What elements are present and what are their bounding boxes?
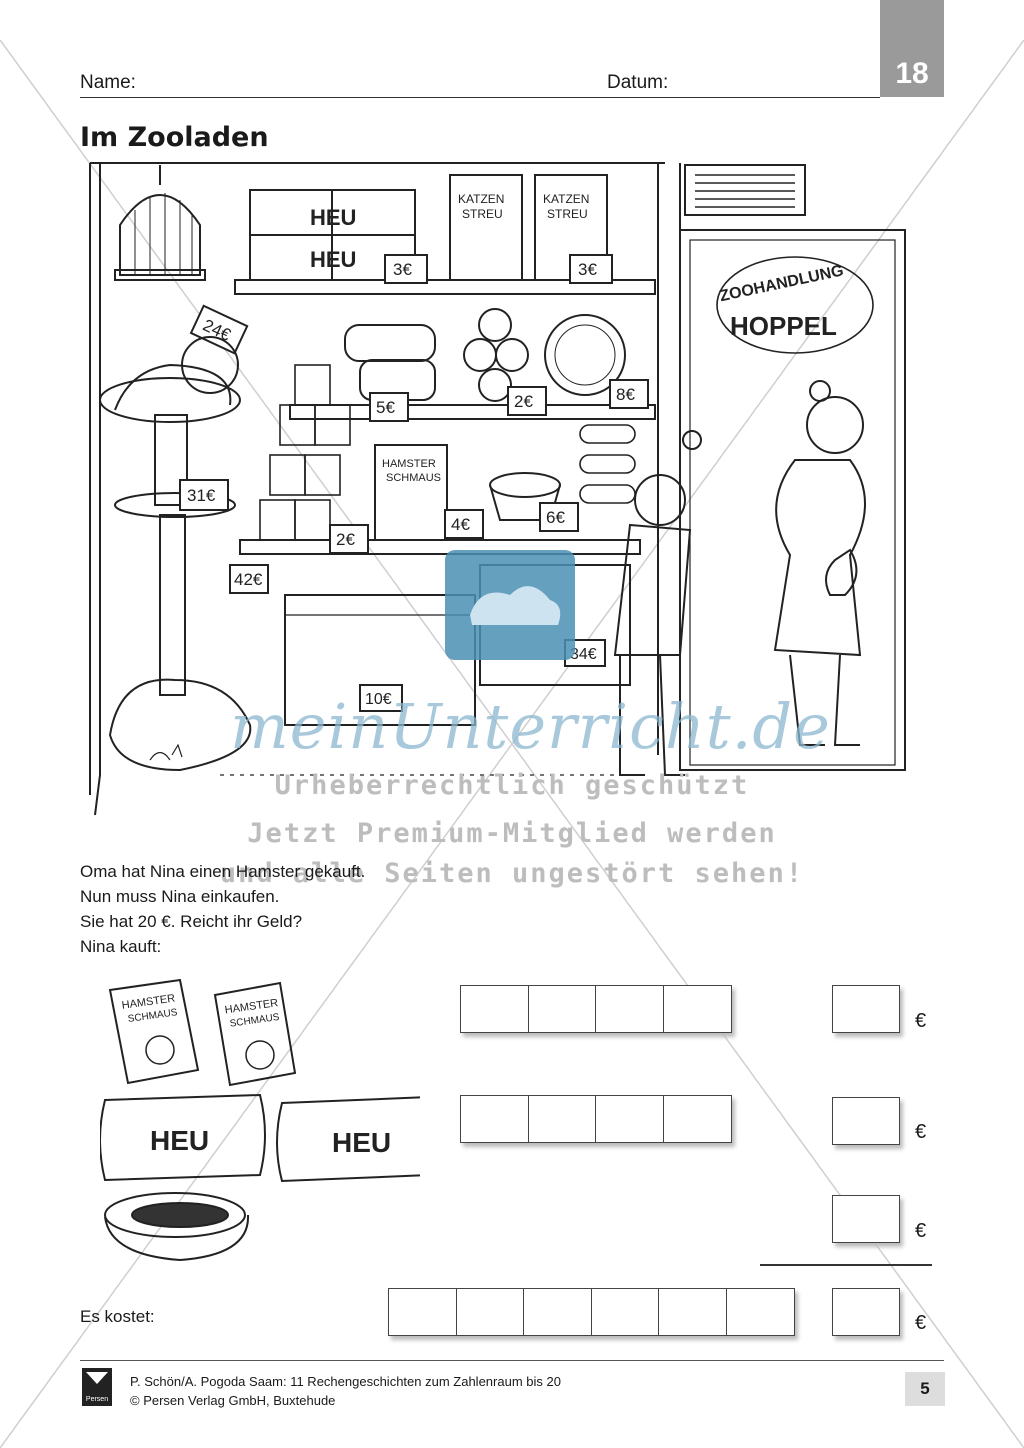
answer-cell[interactable] (662, 985, 732, 1033)
date-label: Datum: (607, 72, 669, 93)
hamster-food-pack-2: HAMSTER SCHMAUS (213, 981, 297, 1087)
litter-label-2a: KATZEN (543, 192, 589, 206)
total-label: Es kostet: (80, 1307, 155, 1326)
answer-cell[interactable] (725, 1288, 795, 1336)
page-number: 5 (905, 1372, 945, 1406)
result-box-bowl[interactable] (832, 1195, 900, 1243)
answer-row-hamster-food (460, 985, 732, 1033)
price-tube: 5€ (376, 398, 395, 417)
litter-label-1a: KATZEN (458, 192, 504, 206)
hay-bag-2-label: HEU (332, 1127, 391, 1158)
result-box-hamster-food[interactable] (832, 985, 900, 1033)
result-box-hay[interactable] (832, 1097, 900, 1145)
watermark-line-1: Urheberrechtlich geschützt (274, 770, 750, 801)
answer-cell[interactable] (460, 985, 529, 1033)
sheet-number-tab: 18 (880, 0, 944, 97)
shop-sign-top: ZOOHANDLUNG (718, 262, 845, 305)
litter-label-1b: STREU (462, 207, 503, 221)
answer-cell[interactable] (460, 1095, 529, 1143)
price-balls: 2€ (514, 392, 533, 411)
footer-copyright: © Persen Verlag GmbH, Buxtehude (130, 1393, 336, 1408)
euro-sign: € (915, 1010, 927, 1032)
price-cage-box: 34€ (570, 646, 597, 663)
answer-cell[interactable] (527, 985, 597, 1033)
litter-label-2b: STREU (547, 207, 588, 221)
watermark-line-2: Jetzt Premium-Mitglied werden (247, 818, 777, 849)
shop-sign-bottom: HOPPEL (730, 311, 837, 341)
exercise-items-illustration: HAMSTER SCHMAUS HAMSTER SCHMAUS HEU HEU (100, 978, 420, 1262)
footer-citation: P. Schön/A. Pogoda Saam: 11 Rechengeschi… (130, 1374, 561, 1389)
page-title: Im Zooladen (80, 122, 269, 153)
price-bowl: 6€ (546, 508, 565, 527)
answer-cell[interactable] (662, 1095, 732, 1143)
hay-label-shelf-2: HEU (310, 247, 356, 272)
watermark-line-3: und alle Seiten ungestört sehen! (219, 858, 805, 889)
watermark-logo: meinUnterricht.de (230, 690, 831, 763)
price-wheel: 8€ (616, 385, 635, 404)
result-box-total[interactable] (832, 1288, 900, 1336)
euro-sign: € (915, 1312, 927, 1334)
hamster-food-pack-1: HAMSTER SCHMAUS (108, 978, 200, 1085)
answer-cell[interactable] (595, 1095, 664, 1143)
price-fish: 10€ (365, 691, 392, 708)
answer-cell[interactable] (523, 1288, 592, 1336)
publisher-logo-text: Persen (86, 1396, 108, 1403)
answer-cell[interactable] (388, 1288, 457, 1336)
footer-rule (80, 1360, 944, 1361)
food-bowl (104, 1192, 250, 1262)
pet-shop-illustration: ZOOHANDLUNG HOPPEL 24€ HEU HEU 3€ KATZEN… (89, 162, 906, 816)
price-cans: 2€ (336, 530, 355, 549)
story-line-3: Sie hat 20 €. Reicht ihr Geld? (80, 912, 303, 931)
price-hay: 3€ (393, 260, 412, 279)
hamster-food-shelf-a: HAMSTER (382, 458, 436, 470)
story-line-1: Oma hat Nina einen Hamster gekauft. (80, 862, 366, 881)
hay-bag-1-label: HEU (150, 1125, 209, 1156)
story-line-2: Nun muss Nina einkaufen. (80, 887, 280, 906)
answer-row-hay (460, 1095, 732, 1143)
name-label: Name: (80, 72, 136, 93)
answer-row-total (388, 1288, 795, 1336)
hamster-food-shelf-b: SCHMAUS (386, 472, 441, 484)
price-hamster-food: 4€ (451, 515, 470, 534)
hay-bag-1: HEU (100, 1093, 266, 1182)
sum-line (760, 1264, 932, 1266)
answer-cell[interactable] (455, 1288, 525, 1336)
answer-cell[interactable] (527, 1095, 597, 1143)
price-aquarium: 42€ (234, 570, 263, 589)
answer-cell[interactable] (590, 1288, 660, 1336)
answer-cell[interactable] (595, 985, 664, 1033)
answer-cell[interactable] (658, 1288, 727, 1336)
header-rule (80, 97, 880, 98)
euro-sign: € (915, 1121, 927, 1143)
story-line-4: Nina kauft: (80, 937, 162, 956)
price-litter: 3€ (578, 260, 597, 279)
price-cat-tree: 31€ (187, 486, 216, 505)
hay-bag-2: HEU (276, 1096, 420, 1183)
publisher-logo: Persen (82, 1368, 112, 1406)
euro-sign: € (915, 1220, 927, 1242)
hay-label-shelf-1: HEU (310, 205, 356, 230)
